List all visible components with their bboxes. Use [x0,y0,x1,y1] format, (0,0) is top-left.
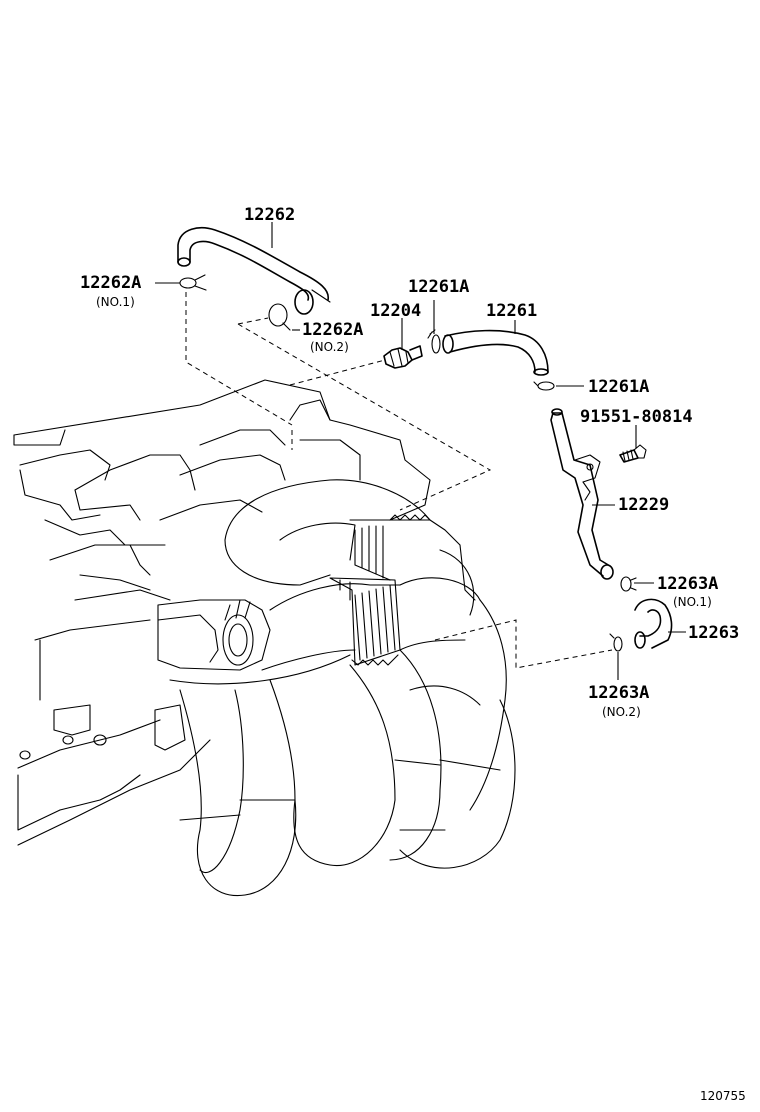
label-12262a-no2-sub: (NO.2) [310,340,349,354]
label-12262a-no2: 12262A [302,320,363,340]
clamp-12261a-bottom [533,381,555,391]
part-12263-hose [634,598,673,649]
label-12204: 12204 [370,301,421,321]
label-12261a-bottom: 12261A [588,377,649,397]
intake-manifold [157,479,516,897]
dashed-reference-lines [185,292,613,669]
part-12204-valve [383,345,423,369]
label-12261: 12261 [486,301,537,321]
label-12261a-top: 12261A [408,277,469,297]
engine-assembly [13,379,431,846]
label-12262a-no1: 12262A [80,273,141,293]
clamp-12262a-no1 [179,274,207,291]
part-12261-hose [442,329,549,376]
bolt-91551-80814 [619,444,647,463]
label-12262a-no1-sub: (NO.1) [96,295,135,309]
clamp-12262a-no2 [268,303,291,331]
label-12263a-no2: 12263A [588,683,649,703]
label-12229: 12229 [618,495,669,515]
label-12263a-no1-sub: (NO.1) [673,595,712,609]
label-91551-80814: 91551-80814 [580,407,693,427]
clamp-12263a-no1 [620,576,637,592]
part-labels: 12262 12262A (NO.1) 12262A (NO.2) 12204 … [80,205,746,1103]
part-12229-pipe [550,408,614,580]
label-12263a-no1: 12263A [657,574,718,594]
figure-code: 120755 [700,1089,746,1103]
clamp-12263a-no2 [609,633,623,652]
label-12262: 12262 [244,205,295,225]
part-12262-hose [177,227,331,315]
label-12263: 12263 [688,623,739,643]
label-12263a-no2-sub: (NO.2) [602,705,641,719]
leader-lines [155,222,686,680]
